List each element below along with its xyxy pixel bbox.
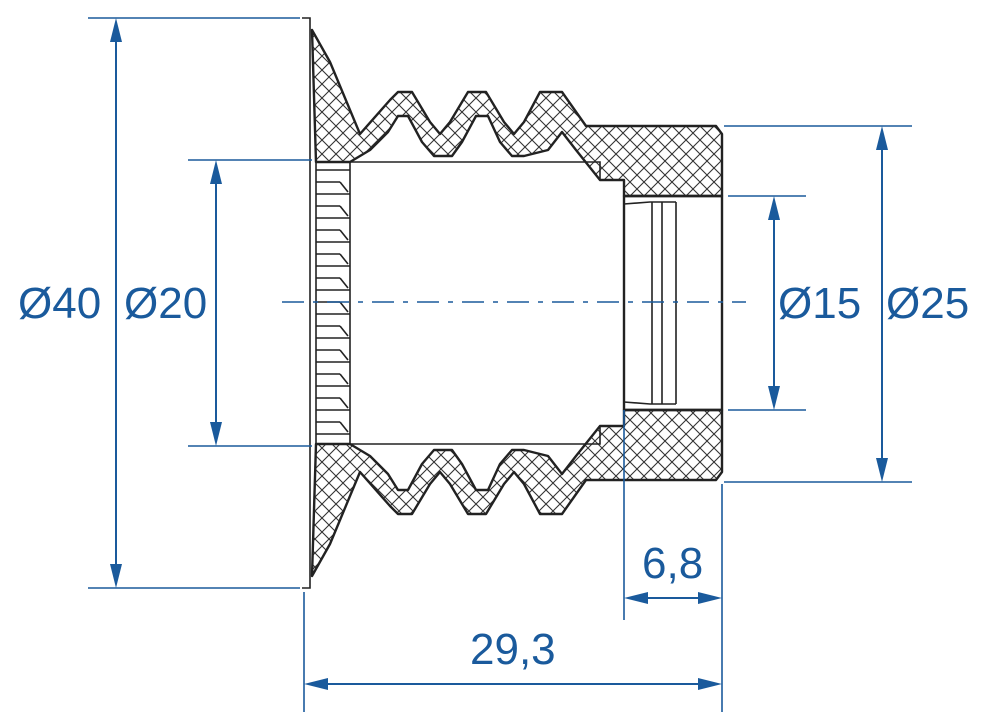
suction-face-ribs [315, 162, 351, 444]
suction-rib-slant [339, 301, 349, 313]
neck-length-label: 6,8 [642, 539, 703, 588]
suction-rib-slant [339, 349, 349, 361]
suction-rib-slant [339, 229, 349, 241]
inner-cavity-top [350, 161, 601, 180]
suction-rib-slant [339, 277, 349, 289]
suction-rib-slant [339, 325, 349, 337]
bore-diameter-label: Ø15 [778, 279, 861, 328]
suction-rib-slant [339, 397, 349, 409]
extension-lines [88, 17, 912, 712]
suction-rib-slant [339, 421, 349, 433]
bore-chamfer [623, 201, 676, 405]
suction-face-outline [315, 162, 351, 444]
suction-rib-slant [339, 373, 349, 385]
total-length-label: 29,3 [470, 625, 556, 674]
bore-groove-left [651, 202, 663, 404]
part-section [302, 17, 724, 589]
neck-diameter-label: Ø25 [886, 279, 969, 328]
dimension-lines [110, 18, 888, 690]
upper-wall-section [310, 28, 724, 198]
neck-bore [622, 194, 724, 412]
inner-diameter-label: Ø20 [124, 279, 207, 328]
suction-rib-slant [339, 253, 349, 265]
suction-rib-slant [339, 205, 349, 217]
suction-rib-slant [339, 181, 349, 193]
inner-cavity-bottom [350, 426, 601, 445]
rim-flange [302, 17, 311, 589]
outer-diameter-label: Ø40 [18, 279, 101, 328]
